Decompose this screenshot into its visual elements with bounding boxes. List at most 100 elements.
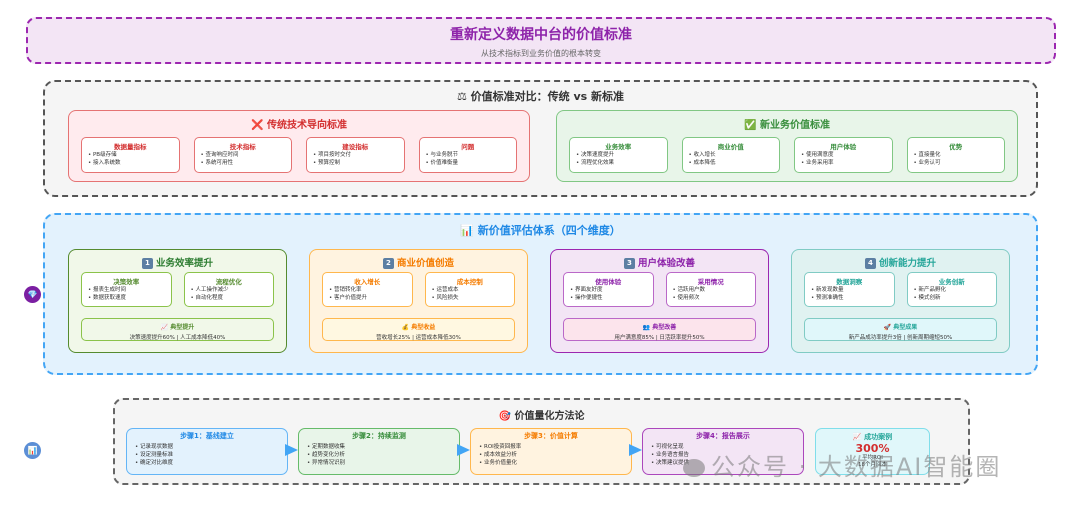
result-title: 🚀 典型成果 xyxy=(883,324,918,331)
number-badge-icon: 4 xyxy=(864,258,876,269)
bullet: • 自动化程度 xyxy=(190,295,224,301)
bullet: • 新产品孵化 xyxy=(913,287,947,293)
dimension-result: 🚀 典型成果 新产品成功率提升3倍 | 创新周期缩短50% xyxy=(804,318,997,341)
traditional-item: 技术指标 • 查询响应时间 • 系统可用性 xyxy=(193,137,292,173)
item-title: 建设指标 xyxy=(342,143,369,151)
bullet: • 使用频次 xyxy=(672,295,700,301)
bullet: • ROI投资回报率 xyxy=(479,444,522,450)
dimension-result: 📈 典型提升 决策速度提升60% | 人工成本降低40% xyxy=(81,318,274,341)
dimension-result: 💰 典型收益 营收增长25% | 运营成本降低30% xyxy=(322,318,515,341)
success-line: 平均ROI xyxy=(862,455,883,461)
number-badge-icon: 3 xyxy=(623,258,635,269)
item-title: 数据量指标 xyxy=(114,143,147,151)
bullet: • 成本效益分析 xyxy=(479,452,517,458)
result-text: 用户满意度85% | 日活跃率提升50% xyxy=(614,335,705,341)
bullet: • 项目按时交付 xyxy=(313,152,351,158)
sub-title: 业务创新 xyxy=(938,278,965,286)
bullet: • 价值难衡量 xyxy=(425,160,459,166)
new-standard-item: 用户体验 • 使用满意度 • 业务采用率 xyxy=(794,137,893,173)
bullet: • 预算控制 xyxy=(313,160,340,166)
bullet: • 营销转化率 xyxy=(329,287,362,293)
item-title: 用户体验 xyxy=(830,143,857,151)
step-monitoring: 步骤2：持续监测 • 定期数据收集 • 趋势变化分析 • 异常情况识别 xyxy=(298,428,460,475)
methodology-section: 🎯 价值量化方法论 步骤1：基线建立 • 记录现状数据 • 设定测量标准 • 确… xyxy=(113,398,970,485)
item-title: 技术指标 xyxy=(229,143,256,151)
bullet: • 报表生成时间 xyxy=(88,287,126,293)
bullet: • 成本降低 xyxy=(688,160,716,166)
comparison-section: ⚖ 价值标准对比：传统 vs 新标准 ❌ 传统技术导向标准 数据量指标 • PB… xyxy=(43,80,1038,197)
dimension-title-text: 业务效率提升 xyxy=(155,258,213,269)
new-standard-title: ✅ 新业务价值标准 xyxy=(744,120,830,131)
dimension-title-text: 商业价值创造 xyxy=(396,258,454,269)
sub-title: 使用体验 xyxy=(595,278,622,286)
result-title: 💰 典型收益 xyxy=(401,324,436,331)
sub-title: 收入增长 xyxy=(354,278,381,286)
step-title: 步骤1：基线建立 xyxy=(180,432,234,440)
bullet: • 决策速度提升 xyxy=(576,152,614,158)
success-value: 300% xyxy=(855,442,890,455)
wechat-icon xyxy=(683,459,705,477)
bullet: • 与业务脱节 xyxy=(425,152,459,158)
bullet: • 系统可用性 xyxy=(200,160,234,166)
sub-title: 流程优化 xyxy=(215,278,242,286)
traditional-standard-title: ❌ 传统技术导向标准 xyxy=(251,120,347,131)
dimension-result: 👥 典型改善 用户满意度85% | 日活跃率提升50% xyxy=(563,318,756,341)
page-subtitle: 从技术指标到业务价值的根本转变 xyxy=(481,49,601,58)
comparison-title: ⚖ 价值标准对比：传统 vs 新标准 xyxy=(456,90,625,103)
bullet: • 记录现状数据 xyxy=(135,444,173,450)
bullet: • 异常情况识别 xyxy=(307,460,345,466)
bullet: • 收入增长 xyxy=(688,152,716,158)
dimension-sub-card: 成本控制 • 运营成本 • 风险损失 xyxy=(424,272,515,307)
step-title: 步骤3：价值计算 xyxy=(524,432,578,440)
bullet: • 可视化呈现 xyxy=(651,444,684,450)
traditional-item: 数据量指标 • PB级存储 • 接入系统数 xyxy=(81,137,180,173)
dimension-sub-card: 决策效率 • 报表生成时间 • 数据获取速度 xyxy=(81,272,172,307)
bullet: • 操作便捷性 xyxy=(570,295,603,301)
bullet: • 运营成本 xyxy=(431,287,459,293)
dimension-sub-card: 数据洞察 • 新发现数量 • 预测准确性 xyxy=(804,272,895,307)
arrow-right-icon xyxy=(629,444,642,456)
dimension-sub-card: 流程优化 • 人工操作减少 • 自动化程度 xyxy=(183,272,274,307)
bullet: • 业务认可 xyxy=(913,160,941,166)
bullet: • 使用满意度 xyxy=(801,152,834,158)
step-baseline: 步骤1：基线建立 • 记录现状数据 • 设定测量标准 • 确定对比维度 xyxy=(126,428,288,475)
step-reporting: 步骤4：报告展示 • 可视化呈现 • 业务语言报告 • 决策建议提供 xyxy=(642,428,804,475)
bullet: • 定期数据收集 xyxy=(307,444,345,450)
new-standard-item: 业务效率 • 决策速度提升 • 流程优化效果 xyxy=(569,137,668,173)
item-title: 业务效率 xyxy=(605,143,632,151)
new-standard-item: 优势 • 直接量化 • 业务认可 xyxy=(906,137,1005,173)
chart-icon: 📊 xyxy=(24,442,41,459)
bullet: • 客户价值提升 xyxy=(329,295,367,301)
methodology-title: 🎯 价值量化方法论 xyxy=(498,411,585,422)
traditional-standard-panel: ❌ 传统技术导向标准 数据量指标 • PB级存储 • 接入系统数 技术指标 • … xyxy=(68,110,530,182)
header-banner: 重新定义数据中台的价值标准 从技术指标到业务价值的根本转变 xyxy=(26,17,1056,64)
arrow-right-icon xyxy=(457,444,470,456)
bullet: • 活跃用户数 xyxy=(672,287,706,293)
watermark-text: 公众号 · 大数据AI智能圈 xyxy=(711,453,1002,481)
bullet: • 数据获取速度 xyxy=(88,295,126,301)
result-text: 营收增长25% | 运营成本降低30% xyxy=(376,335,461,341)
number-badge-icon: 2 xyxy=(382,258,394,269)
success-case-card: 📈 成功案例 300% 平均ROI 18个月回本 xyxy=(815,428,930,475)
dimension-sub-card: 使用体验 • 界面友好度 • 操作便捷性 xyxy=(563,272,654,307)
success-title: 📈 成功案例 xyxy=(852,433,893,441)
bullet: • 业务语言报告 xyxy=(651,452,689,458)
result-title: 📈 典型提升 xyxy=(160,324,195,331)
dimension-sub-card: 收入增长 • 营销转化率 • 客户价值提升 xyxy=(322,272,413,307)
bullet: • 查询响应时间 xyxy=(200,152,239,158)
bullet: • 人工操作减少 xyxy=(190,287,229,293)
sub-title: 采用情况 xyxy=(697,278,724,286)
bullet: • 业务价值量化 xyxy=(479,460,517,466)
new-standard-panel: ✅ 新业务价值标准 业务效率 • 决策速度提升 • 流程优化效果 商业价值 • … xyxy=(556,110,1018,182)
sub-title: 决策效率 xyxy=(113,278,140,286)
bullet: • 流程优化效果 xyxy=(576,160,614,166)
evaluation-system-title: 📊 新价值评估体系（四个维度） xyxy=(460,224,621,237)
bullet: • 预测准确性 xyxy=(811,295,844,301)
